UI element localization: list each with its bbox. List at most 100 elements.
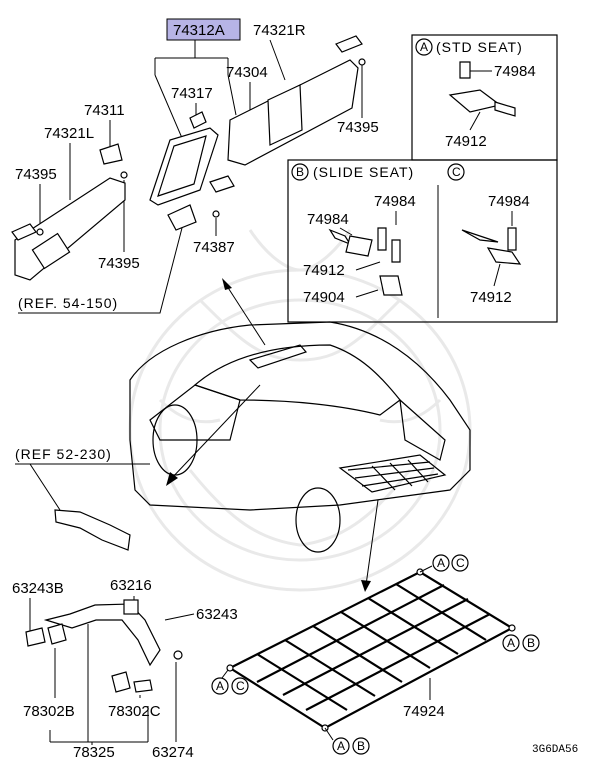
circle-a-std (415, 38, 433, 56)
ref-54-150[interactable]: (REF. 54-150) (18, 295, 118, 311)
leader-74912-slide (355, 261, 381, 271)
arrow-head-to-handle (166, 472, 178, 486)
part-label-78302c[interactable]: 78302C (108, 703, 161, 720)
part-label-74984-slide2[interactable]: 74984 (307, 211, 349, 228)
circle-c-net-top (451, 554, 469, 572)
roof-rail-bracket (54, 509, 131, 551)
watermark-emblem (128, 229, 472, 592)
part-label-74984-c[interactable]: 74984 (488, 193, 530, 210)
slide-bracket (379, 275, 403, 296)
part-label-74321r[interactable]: 74321R (253, 22, 306, 39)
visor-hinge-right (335, 35, 363, 53)
circle-c-slide-label: C (452, 165, 461, 179)
visor-hinge-left (11, 223, 37, 241)
arrow-line-to-handle (169, 384, 261, 481)
part-label-74912-slide[interactable]: 74912 (303, 262, 345, 279)
highlighted-part-box (166, 18, 241, 41)
visor-holder-right (209, 175, 235, 193)
leader-63243 (164, 613, 195, 621)
circle-b-net-bottom (352, 737, 370, 755)
screw-left-icon (120, 171, 128, 179)
leader-74912-std (469, 111, 481, 131)
part-label-63216[interactable]: 63216 (110, 577, 152, 594)
circle-b-slide (291, 163, 309, 181)
leader-ref-54-150 (18, 227, 183, 314)
seat-hook-std-end (494, 101, 516, 117)
vanity-mirror-right (267, 84, 303, 146)
leader-74312a (154, 74, 237, 146)
leader-74984-slide2 (339, 227, 353, 236)
leader-74912-c (493, 263, 501, 287)
handle-cap-c (133, 679, 153, 693)
assist-handle (43, 603, 161, 667)
handle-cap-end (111, 671, 131, 693)
part-label-74395-lower[interactable]: 74395 (98, 255, 140, 272)
leader-ref-52-230 (15, 463, 150, 511)
hook-c-wire (461, 229, 499, 243)
part-label-74912-std[interactable]: 74912 (445, 133, 487, 150)
screw-handle-icon (173, 650, 183, 660)
vehicle-outline (129, 321, 471, 553)
circle-a-net-left-label: A (216, 679, 224, 693)
part-label-74984-std[interactable]: 74984 (494, 63, 536, 80)
slide-hook-b (345, 235, 373, 257)
circle-a-net-right-label: A (507, 636, 515, 650)
part-label-74304[interactable]: 74304 (226, 64, 268, 81)
part-label-74312a[interactable]: 74312A (173, 22, 225, 39)
std-seat-title: (STD SEAT) (436, 39, 523, 55)
leader-74904 (355, 289, 379, 298)
part-label-78325[interactable]: 78325 (73, 744, 115, 761)
visor-holder-left (99, 143, 123, 165)
circle-a-net-top-label: A (437, 556, 445, 570)
part-label-63243[interactable]: 63243 (196, 606, 238, 623)
part-label-63274[interactable]: 63274 (152, 744, 194, 761)
leader-74321r (269, 39, 286, 81)
part-label-78302b[interactable]: 78302B (23, 703, 75, 720)
part-label-74904[interactable]: 74904 (303, 289, 345, 306)
cargo-net (226, 568, 516, 732)
slide-bolt-2-icon (391, 239, 401, 263)
part-label-74395-left[interactable]: 74395 (15, 166, 57, 183)
part-label-74387[interactable]: 74387 (193, 239, 235, 256)
handle-set-bracket (49, 624, 149, 743)
circle-b-net-right (522, 634, 540, 652)
part-label-74317[interactable]: 74317 (171, 85, 213, 102)
circle-a-net-left (211, 677, 229, 695)
handle-cap-a (25, 627, 46, 647)
vanity-mirror-left (31, 232, 71, 270)
part-label-74984-slide1[interactable]: 74984 (374, 193, 416, 210)
circle-a-net-top (432, 554, 450, 572)
circle-b-net-right-label: B (527, 636, 535, 650)
arrow-line-to-visor (224, 282, 266, 346)
seat-hook-std (448, 89, 502, 113)
hook-c-bolt-icon (507, 227, 517, 251)
circle-b-slide-label: B (296, 165, 304, 179)
mirror-glass (157, 135, 207, 197)
leader-net-top (419, 565, 433, 573)
screw-hinge-icon (36, 228, 44, 236)
mirror-bracket (167, 204, 197, 231)
mirror-cover (189, 111, 207, 129)
leader-net-left (221, 669, 229, 679)
slide-bolt-1-icon (377, 227, 387, 251)
handle-clip (123, 599, 139, 615)
part-label-63243b[interactable]: 63243B (12, 580, 64, 597)
leader-net-bottom (324, 727, 334, 741)
circle-c-slide (447, 163, 465, 181)
circle-a-net-bottom-label: A (337, 739, 345, 753)
part-label-74311[interactable]: 74311 (84, 102, 125, 119)
circle-a-std-label: A (420, 40, 428, 54)
screw-mirror-icon (212, 210, 220, 218)
handle-cap-b (47, 623, 67, 645)
part-label-74912-c[interactable]: 74912 (470, 289, 512, 306)
slide-seat-title: (SLIDE SEAT) (313, 164, 414, 180)
part-label-74321l[interactable]: 74321L (44, 125, 94, 142)
part-label-74395-right[interactable]: 74395 (337, 119, 379, 136)
bracket-lines (154, 40, 229, 75)
ref-52-230[interactable]: (REF 52-230) (15, 446, 112, 462)
screw-right-icon (358, 58, 366, 66)
part-label-74924[interactable]: 74924 (403, 703, 445, 720)
diagram-code: 3G6DA56 (532, 744, 578, 756)
